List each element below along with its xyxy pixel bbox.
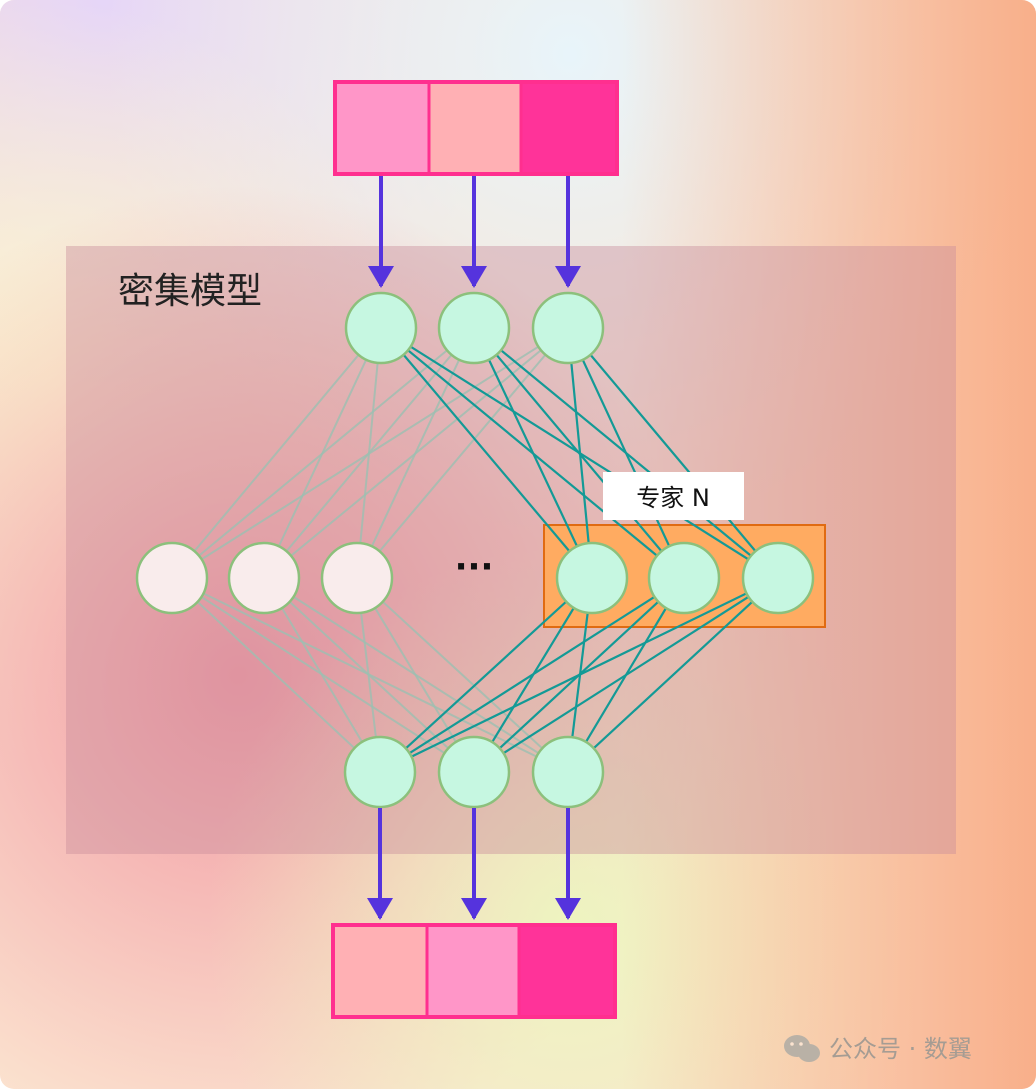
active-edge [473, 327, 593, 579]
inactive-edge [171, 327, 382, 579]
inactive-edge [171, 327, 569, 579]
nodes [135, 291, 815, 809]
inactive-edge [356, 577, 475, 773]
arrowhead [461, 898, 487, 920]
input-vector-cell-frame [333, 80, 619, 176]
input-token-vector [333, 80, 619, 176]
wechat-icon [784, 1035, 820, 1062]
inactive-edge [263, 577, 381, 773]
input-node [344, 291, 418, 365]
active-edge [567, 327, 779, 579]
active-edge [379, 577, 685, 773]
inactive-hidden-node [135, 541, 209, 615]
expert-label-box [603, 472, 744, 520]
inactive-edge [356, 577, 569, 773]
output-node [343, 735, 417, 809]
panel-title: 密集模型 [118, 271, 262, 312]
output-node [531, 735, 605, 809]
arrows [367, 176, 581, 920]
inactive-edge [171, 327, 475, 579]
expert-hidden-node [647, 541, 721, 615]
input-node [437, 291, 511, 365]
active-edge [566, 327, 594, 579]
arrowhead [367, 898, 393, 920]
expert-hidden-node [555, 541, 629, 615]
inactive-hidden-node [320, 541, 394, 615]
active-edge [379, 577, 779, 773]
expert-hidden-node [741, 541, 815, 615]
active-edge [473, 577, 779, 773]
arrowhead [555, 266, 581, 288]
expert-label: 专家 N [636, 484, 710, 512]
ellipsis: ··· [455, 547, 494, 587]
inactive-hidden-node [227, 541, 301, 615]
input-vector-cell [333, 80, 431, 176]
inactive-connections [171, 327, 569, 773]
active-edge [380, 327, 593, 579]
active-edge [379, 577, 593, 773]
watermark: 公众号 · 数翼 [829, 1035, 972, 1063]
inactive-edge [356, 327, 569, 579]
arrowhead [461, 266, 487, 288]
inactive-edge [263, 327, 569, 579]
arrowhead [555, 898, 581, 920]
output-vector-cell [517, 923, 617, 1019]
active-connections [379, 327, 779, 773]
input-node [531, 291, 605, 365]
active-edge [567, 577, 779, 773]
active-edge [567, 327, 685, 579]
arrowhead [368, 266, 394, 288]
output-token-vector [331, 923, 617, 1019]
inactive-edge [171, 577, 381, 773]
input-vector-cell [519, 80, 619, 176]
output-vector-cell-frame [331, 923, 617, 1019]
output-vector-cell [425, 923, 521, 1019]
output-node [437, 735, 511, 809]
input-vector-cell [427, 80, 523, 176]
output-vector-cell [331, 923, 429, 1019]
